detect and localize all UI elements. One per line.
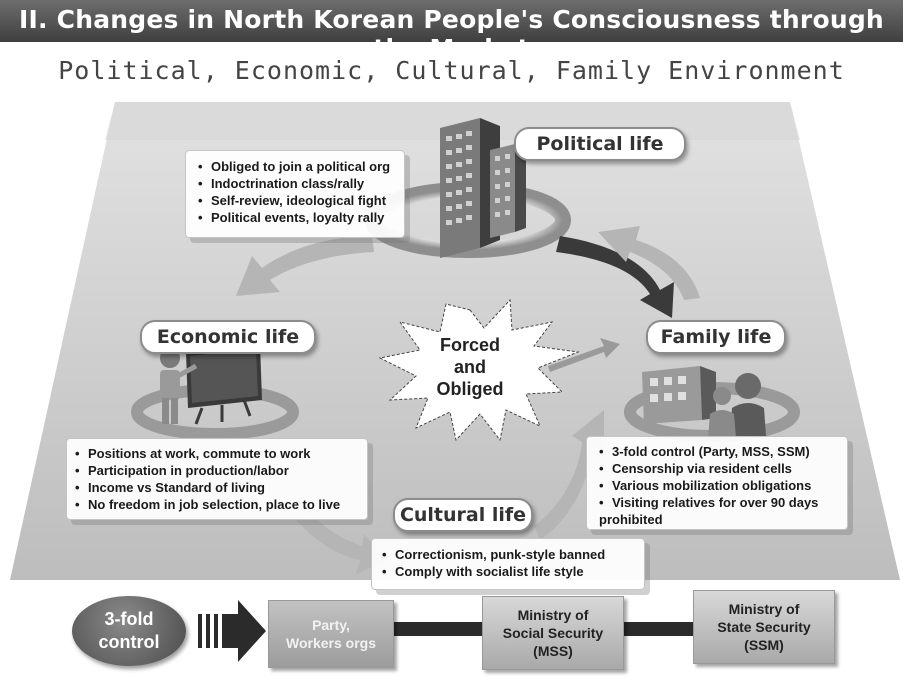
list-item: •Participation in production/labor (75, 463, 289, 478)
mss-box: Ministry of Social Security (MSS) (482, 596, 624, 670)
chevron-arrow-icon (198, 600, 266, 662)
control-oval-line1: 3-fold (104, 609, 154, 629)
political-life-panel: •Obliged to join a political org •Indoct… (185, 150, 405, 238)
page-subtitle: Political, Economic, Cultural, Family En… (58, 56, 845, 85)
arrow-center-to-family (548, 338, 620, 372)
list-item: •Self-review, ideological fight (198, 193, 387, 208)
economic-life-label: Economic life (140, 320, 316, 354)
control-oval-line2: control (98, 632, 160, 652)
list-item: •Positions at work, commute to work (75, 446, 311, 461)
arrow-economic-to-cultural (296, 512, 388, 574)
list-item: •Obliged to join a political org (198, 159, 391, 174)
center-line-and: and (453, 357, 486, 377)
list-item: •No freedom in job selection, place to l… (75, 497, 341, 512)
list-item: •Visiting relatives for over 90 days pro… (599, 495, 819, 527)
teacher-icon (160, 344, 262, 425)
arrow-family-to-political (598, 226, 700, 300)
page-title: II. Changes in North Korean People's Con… (19, 5, 884, 63)
cultural-life-panel: •Correctionism, punk-style banned •Compl… (371, 538, 645, 590)
cultural-life-label: Cultural life (393, 498, 533, 532)
list-item: •Income vs Standard of living (75, 480, 265, 495)
ssm-box: Ministry of State Security (SSM) (693, 590, 835, 664)
center-line-forced: Forced (439, 335, 500, 355)
control-oval: 3-fold control (72, 596, 186, 666)
building-icon (440, 118, 526, 258)
starburst-shape (378, 298, 580, 442)
arrow-political-to-family (556, 236, 674, 318)
list-item: •Indoctrination class/rally (198, 176, 365, 191)
center-line-obliged: Obliged (436, 379, 504, 399)
list-item: •3-fold control (Party, MSS, SSM) (599, 444, 810, 459)
center-label: Forced and Obliged (410, 334, 530, 400)
list-item: •Various mobilization obligations (599, 478, 812, 493)
economic-life-panel: •Positions at work, commute to work •Par… (66, 438, 368, 520)
family-house-icon (642, 366, 766, 438)
party-workers-box: Party, Workers orgs (268, 600, 394, 668)
political-life-label: Political life (514, 127, 686, 161)
list-item: •Correctionism, punk-style banned (382, 547, 606, 562)
list-item: •Censorship via resident cells (599, 461, 792, 476)
title-bar: II. Changes in North Korean People's Con… (0, 0, 903, 63)
list-item: •Comply with socialist life style (382, 564, 584, 579)
list-item: •Political events, loyalty rally (198, 210, 385, 225)
family-life-panel: •3-fold control (Party, MSS, SSM) •Censo… (586, 436, 848, 530)
arrow-political-to-economic (236, 236, 374, 296)
family-life-label: Family life (646, 320, 786, 354)
